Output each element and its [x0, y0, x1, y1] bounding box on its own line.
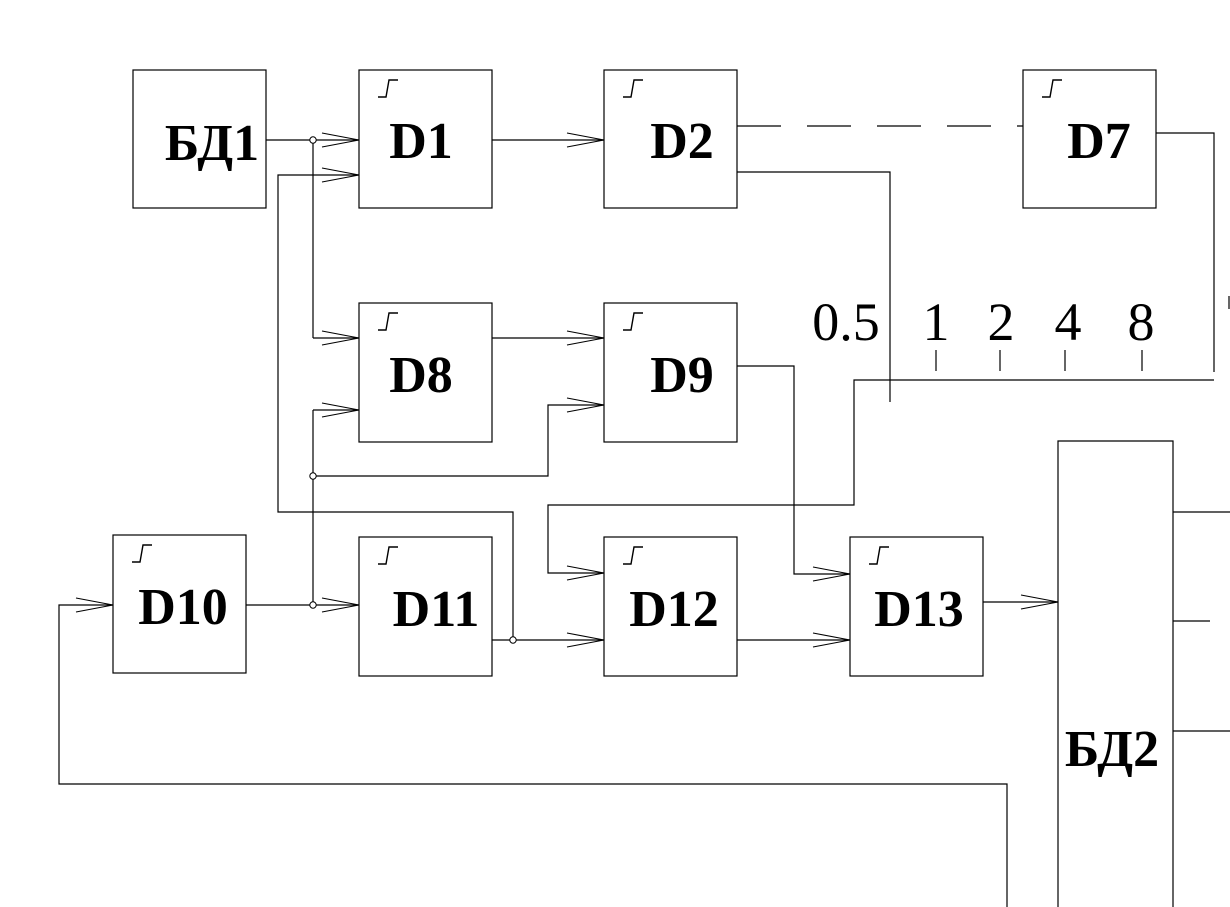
trigger-icon-d2	[623, 79, 643, 98]
block-d9	[603, 302, 738, 443]
block-d2	[603, 69, 738, 209]
trigger-icon-d10	[132, 544, 152, 563]
trigger-icon-d11	[378, 546, 398, 565]
label-bd2: БД2	[1065, 721, 1159, 778]
label-d11: D11	[393, 581, 480, 638]
connection-wires	[58, 132, 1230, 907]
junction-dots	[309, 136, 517, 644]
block-d1	[358, 69, 493, 209]
label-d12: D12	[629, 581, 719, 638]
block-d11	[358, 536, 493, 677]
arrowheads	[75, 132, 1059, 648]
block-d10	[112, 534, 247, 674]
block-d12	[603, 536, 738, 677]
trigger-icon-d7	[1042, 79, 1062, 98]
scale-label-8: 8	[1128, 292, 1155, 352]
label-d8: D8	[389, 347, 453, 404]
trigger-icon-d12	[623, 546, 643, 565]
label-d13: D13	[874, 581, 964, 638]
scale-label-1: 1	[923, 292, 950, 352]
block-d8	[358, 302, 493, 443]
label-d1: D1	[389, 113, 453, 170]
trigger-icon-d9	[623, 312, 643, 331]
scale-label-4: 4	[1055, 292, 1082, 352]
label-d2: D2	[650, 113, 714, 170]
label-bd1: БД1	[165, 115, 259, 172]
block-bd2	[1057, 440, 1174, 907]
block-d13	[849, 536, 984, 677]
trigger-icon-d13	[869, 546, 889, 565]
scale-label-2: 2	[988, 292, 1015, 352]
trigger-icon-d1	[378, 79, 398, 98]
scale-ticks	[935, 350, 1143, 371]
block-d7	[1022, 69, 1157, 209]
block-bd1	[132, 69, 267, 209]
scale-label-0-5: 0.5	[812, 292, 880, 352]
label-d10: D10	[138, 579, 228, 636]
label-d9: D9	[650, 347, 714, 404]
trigger-icon-d8	[378, 312, 398, 331]
label-d7: D7	[1067, 113, 1131, 170]
